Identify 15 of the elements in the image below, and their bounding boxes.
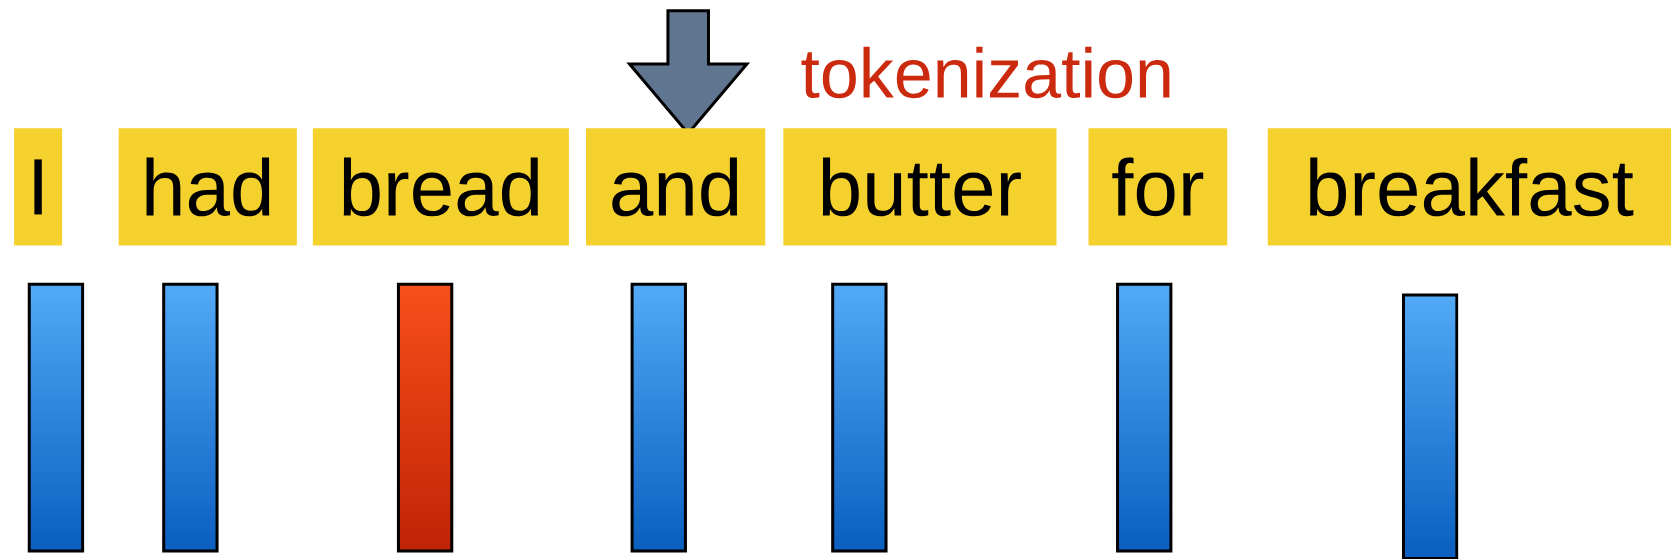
word-box: for [1088, 128, 1228, 246]
word-box: had [118, 128, 297, 246]
vector-bar [831, 282, 888, 553]
word-box: butter [783, 128, 1057, 246]
word-box: and [585, 128, 766, 246]
vector-bar [630, 282, 687, 553]
vector-bar [1402, 293, 1459, 559]
word-box: bread [312, 128, 569, 246]
vector-bar [27, 282, 85, 553]
vector-bar [1116, 282, 1173, 553]
vector-bar [162, 282, 219, 553]
word-box: I [14, 128, 63, 246]
annotation-text: tokenization [801, 46, 1170, 99]
word-box: breakfast [1267, 128, 1672, 246]
vector-bar [396, 282, 454, 553]
